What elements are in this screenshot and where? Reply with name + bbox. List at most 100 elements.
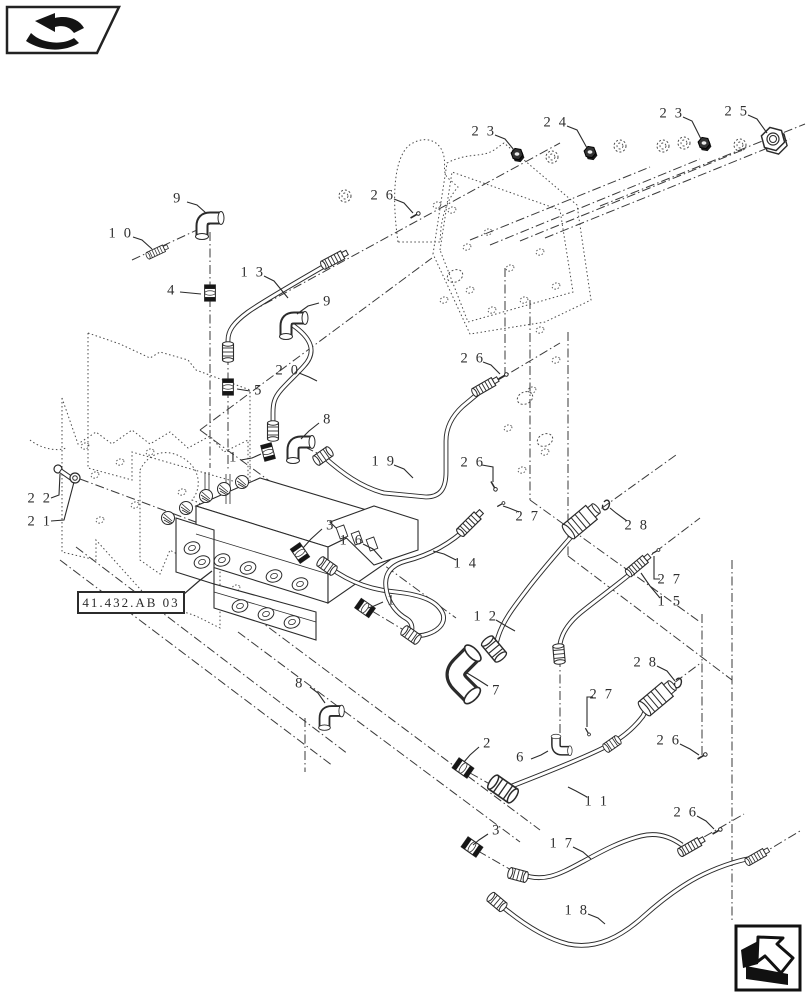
spring-coil (179, 501, 193, 515)
tube-13-nut (221, 341, 235, 363)
washer-21 (69, 472, 81, 484)
phantom-plate (439, 171, 574, 323)
plate-port (536, 433, 554, 447)
nav-forward-button[interactable] (733, 923, 805, 995)
tubes (225, 258, 755, 948)
callout-26: 2 6 (461, 455, 494, 482)
fitting-10 (145, 244, 169, 260)
plate-hole (462, 243, 472, 251)
centerline (567, 555, 733, 681)
callout-leader (747, 114, 768, 134)
callout-6: 6 (516, 750, 549, 766)
plate-hole (115, 458, 125, 466)
callout-number: 4 (167, 283, 177, 299)
callout-number: 2 3 (660, 106, 685, 122)
callout-number: 2 6 (371, 188, 396, 204)
callout-11: 1 1 (567, 786, 610, 810)
tube-17-fitting (677, 836, 706, 858)
callout-leader (236, 388, 251, 392)
callout-number: 2 7 (658, 572, 683, 588)
manifold-port (183, 541, 201, 555)
tube-19-bore (323, 389, 482, 499)
callout-number: 2 6 (461, 455, 486, 471)
tube-14-bore (384, 524, 470, 635)
plate-hole (90, 471, 100, 479)
manifold-port (213, 553, 231, 567)
callout-leader (302, 528, 323, 549)
callout-leader (186, 201, 207, 214)
callout-leader (393, 464, 414, 479)
callout-leader (367, 601, 384, 609)
tube-14-fitting (456, 508, 485, 537)
callout-leader (472, 833, 489, 846)
callout-2: 2 (463, 736, 490, 763)
nav-back-button[interactable] (4, 4, 122, 56)
elbow-fitting-8 (286, 435, 316, 464)
plate-hole (80, 442, 90, 450)
centerline (641, 517, 701, 563)
callout-26: 2 6 (657, 733, 700, 756)
fitting-4 (204, 284, 216, 302)
centerlines (59, 123, 806, 922)
callout-number: 1 (387, 593, 397, 609)
phantom-plate (61, 397, 249, 629)
callout-18: 1 8 (565, 903, 606, 925)
tube-15-fitting (624, 553, 652, 578)
callout-9: 9 (173, 191, 207, 214)
screw-26 (712, 827, 723, 835)
callout-leader (530, 750, 549, 760)
manifold-detail (195, 533, 329, 575)
callout-28: 2 8 (634, 655, 676, 682)
callout-number: 8 (323, 412, 333, 428)
tube-17 (520, 832, 684, 881)
tube-17-nut (507, 866, 529, 884)
tube-18-fitting (744, 847, 771, 867)
centerline (371, 610, 408, 633)
fitting-1b (353, 597, 377, 619)
callout-number: 1 5 (658, 594, 683, 610)
callout-17: 1 7 (550, 836, 592, 860)
callout-leader (263, 275, 289, 299)
callout-number: 1 6 (340, 533, 365, 549)
elbow-fitting-9 (195, 211, 225, 240)
centerline (469, 772, 498, 789)
callout-8: 8 (300, 412, 333, 440)
callout-leader (432, 550, 457, 561)
phantom-nut (545, 150, 559, 164)
fitting-1 (260, 442, 276, 462)
callout-1: 1 (367, 593, 397, 609)
callout-leader (679, 743, 700, 756)
callout-number: 9 (323, 294, 333, 310)
callout-number: 2 4 (544, 115, 569, 131)
manifold-port-inner (198, 558, 206, 566)
callout-number: 1 1 (585, 794, 610, 810)
callout-number: 2 6 (657, 733, 682, 749)
callout-23: 2 3 (472, 124, 515, 151)
callout-number: 1 (229, 450, 239, 466)
nut-23 (510, 147, 525, 163)
hose-11-nut (486, 774, 520, 804)
callout-number: 3 (326, 518, 336, 534)
callout-leader (50, 473, 61, 499)
tube-13-fitting (320, 249, 349, 270)
plate-hole (483, 228, 493, 236)
callout-number: 2 8 (625, 518, 650, 534)
plate-hole (535, 326, 545, 334)
callout-leader (298, 372, 318, 382)
phantom-nut (733, 138, 747, 152)
tube-20-nut (266, 420, 280, 442)
hose-12-nut (480, 635, 508, 663)
hose-12-bore (494, 529, 579, 645)
plate-hole (439, 296, 449, 304)
callout-leader (640, 572, 661, 599)
hose-12-coupler (561, 503, 601, 540)
fittings (53, 126, 788, 913)
manifold-port-inner (244, 564, 252, 572)
callout-leader (587, 913, 606, 925)
plate-hole (517, 466, 527, 474)
tube-20-bore (271, 322, 313, 429)
screw-26 (490, 481, 498, 492)
centerline (519, 148, 746, 242)
reference-box-link[interactable]: 41.432.AB 03 (77, 591, 185, 614)
manifold-spool (350, 530, 364, 546)
